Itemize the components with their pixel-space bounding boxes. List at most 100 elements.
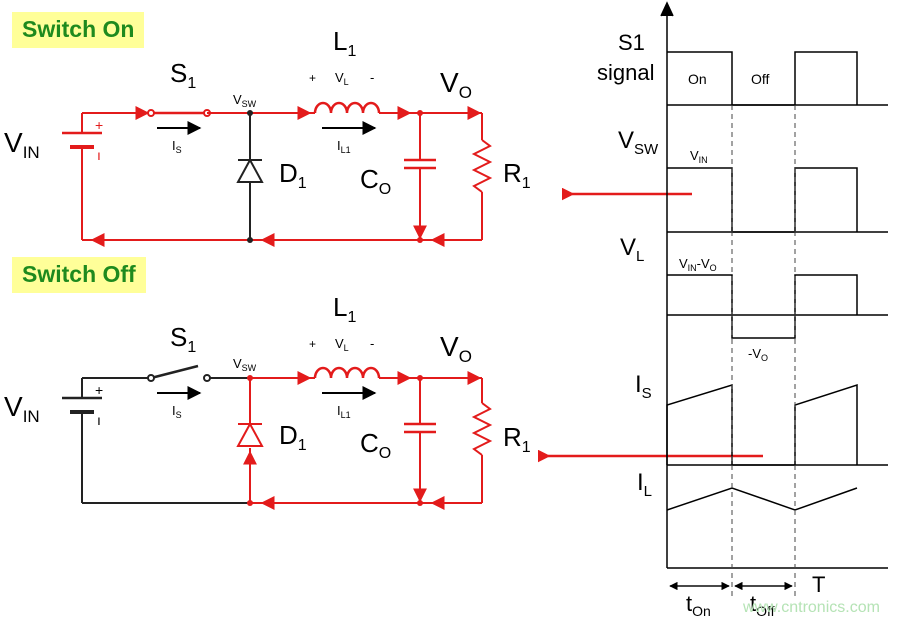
svg-text:VL: VL	[620, 234, 644, 265]
waveform-traces	[666, 51, 858, 511]
vl-label: V	[620, 234, 636, 261]
svg-text:IS: IS	[172, 138, 182, 155]
diode-d1-off	[236, 421, 264, 447]
label-co: C	[360, 164, 379, 194]
switch-on-labels: S1 L1 + VL - VO VSW VIN + ı IS IL1 D1 CO…	[4, 26, 531, 198]
svg-text:IS: IS	[635, 371, 652, 402]
switch-open	[150, 364, 199, 380]
svg-text:VL: VL	[335, 70, 349, 87]
label-r1: R	[503, 422, 522, 452]
svg-text:R1: R1	[503, 422, 531, 456]
period-label: T	[812, 572, 825, 597]
svg-text:VO: VO	[440, 331, 472, 366]
inductor-l1	[313, 366, 381, 379]
svg-text:VO: VO	[440, 67, 472, 102]
switch-on-title: Switch On	[12, 12, 145, 48]
diode-d1-on	[236, 157, 264, 183]
s1-signal-label: signal	[597, 60, 654, 85]
svg-text:-: -	[370, 70, 374, 85]
svg-text:-VO: -VO	[748, 346, 768, 363]
switch-off-labels: S1 L1 + VL - VO VSW VIN + ı IS IL1 D1 CO…	[4, 292, 531, 462]
label-s1: S	[170, 322, 187, 352]
svg-text:VL: VL	[335, 336, 349, 353]
svg-text:+: +	[309, 71, 316, 85]
il-trace	[666, 487, 858, 511]
switch-off-inactive-wiring	[62, 364, 250, 504]
t-on-label: t	[686, 591, 692, 616]
on-text: On	[688, 71, 707, 87]
svg-text:VIN: VIN	[4, 391, 40, 426]
label-co: C	[360, 428, 379, 458]
svg-text:ı: ı	[97, 147, 101, 163]
svg-text:VIN: VIN	[690, 148, 708, 165]
switch-contact	[203, 374, 211, 382]
svg-text:VIN: VIN	[4, 127, 40, 162]
label-d1: D	[279, 158, 298, 188]
svg-text:L1: L1	[333, 292, 356, 326]
waveform-dashes	[731, 105, 796, 600]
switch-off-active-wiring	[236, 366, 493, 510]
label-is: I	[172, 403, 176, 418]
svg-text:D1: D1	[279, 158, 307, 192]
label-vl: V	[335, 336, 344, 351]
junction-dots	[247, 375, 423, 506]
label-il1: I	[337, 138, 341, 153]
svg-text:VIN-VO: VIN-VO	[679, 256, 717, 273]
svg-text:S1: S1	[170, 58, 196, 92]
label-is: I	[172, 138, 176, 153]
svg-text:IL1: IL1	[337, 403, 351, 420]
inductor-l1	[313, 101, 381, 114]
label-s1: S	[170, 58, 187, 88]
svg-text:+: +	[95, 117, 103, 133]
vsw-trace	[667, 167, 858, 233]
label-vin: V	[4, 391, 23, 422]
label-l1: L	[333, 26, 347, 56]
switch-on-circuit	[62, 101, 493, 247]
svg-text:S1: S1	[170, 322, 196, 356]
label-vsw: V	[233, 356, 242, 371]
resistor-r1	[471, 402, 493, 456]
svg-text:+: +	[95, 382, 103, 398]
svg-text:R1: R1	[503, 158, 531, 192]
svg-text:-: -	[370, 336, 374, 351]
is-label: I	[635, 371, 642, 398]
switch-contact	[147, 374, 155, 382]
vl-low-annotation: -V	[748, 346, 761, 361]
svg-text:L1: L1	[333, 26, 356, 60]
vl-trace	[667, 274, 858, 339]
svg-text:CO: CO	[360, 164, 391, 198]
junction-dot	[247, 110, 253, 116]
vin-annotation: V	[690, 148, 699, 163]
vsw-label: V	[618, 127, 634, 154]
label-vsw: V	[233, 92, 242, 107]
svg-text:IL: IL	[637, 469, 652, 500]
label-vo: V	[440, 67, 459, 98]
svg-text:IL1: IL1	[337, 138, 351, 155]
label-d1: D	[279, 420, 298, 450]
switch-off-title: Switch Off	[12, 257, 146, 293]
junction-dot	[247, 237, 253, 243]
is-trace	[666, 383, 858, 466]
label-vo: V	[440, 331, 459, 362]
label-vin: V	[4, 127, 23, 158]
svg-text:CO: CO	[360, 428, 391, 462]
svg-text:IS: IS	[172, 403, 182, 420]
label-il1: I	[337, 403, 341, 418]
label-vl: V	[335, 70, 344, 85]
svg-text:VSW: VSW	[618, 127, 659, 158]
waveform-labels: S1 signal On Off VSW VIN VL VIN-VO -VO I…	[597, 30, 825, 619]
junction-dots	[417, 110, 423, 243]
svg-text:VSW: VSW	[233, 92, 257, 109]
svg-text:ı: ı	[97, 412, 101, 428]
svg-text:tOn: tOn	[686, 591, 711, 619]
label-r1: R	[503, 158, 522, 188]
switch-contact	[147, 109, 155, 117]
svg-text:+: +	[309, 337, 316, 351]
watermark: www.cntronics.com	[742, 599, 880, 616]
svg-text:tOff: tOff	[750, 591, 775, 619]
il-label: I	[637, 469, 644, 496]
svg-text:VSW: VSW	[233, 356, 257, 373]
label-l1: L	[333, 292, 347, 322]
vl-high-annotation: V	[679, 256, 688, 271]
